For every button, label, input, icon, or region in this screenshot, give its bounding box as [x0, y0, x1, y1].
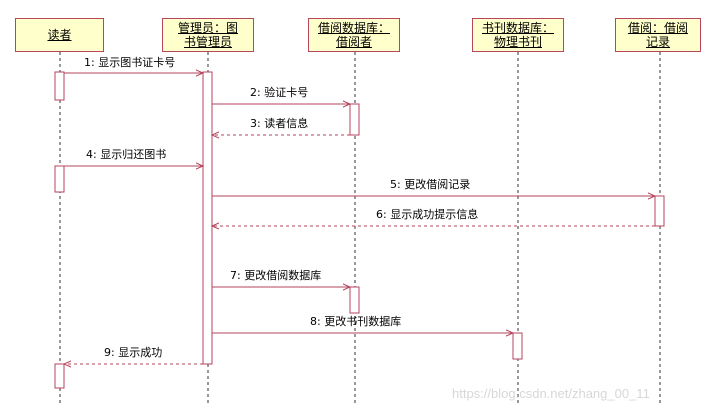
- lifeline-borrow-db-reader-label-1: 借阅数据库：: [317, 21, 390, 35]
- lifeline-librarian: 管理员：图 书管理员: [162, 18, 254, 52]
- activation-reader-3: [54, 363, 65, 389]
- activation-reader-2: [54, 165, 65, 193]
- activation-librarian: [202, 71, 213, 365]
- lifeline-borrow-record-label-1: 借阅：借阅: [627, 21, 688, 35]
- watermark: https://blog.csdn.net/zhang_00_11: [452, 386, 650, 401]
- activation-reader-1: [54, 71, 65, 101]
- message-1-label: 1: 显示图书证卡号: [84, 56, 176, 69]
- lifeline-reader-label: 读者: [47, 28, 72, 42]
- lifeline-librarian-label-1: 管理员：图: [177, 21, 238, 35]
- lifeline-borrow-db-reader: 借阅数据库： 借阅者: [308, 18, 400, 52]
- activation-borrow-db-reader-2: [349, 286, 360, 314]
- lifeline-borrow-record-label-2: 记录: [645, 35, 670, 49]
- message-6-label: 6: 显示成功提示信息: [376, 208, 479, 221]
- message-4-label: 4: 显示归还图书: [86, 148, 167, 161]
- lifeline-book-db-label-1: 书刊数据库：: [481, 21, 554, 35]
- lifeline-book-db: 书刊数据库： 物理书刊: [472, 18, 564, 52]
- message-5-label: 5: 更改借阅记录: [390, 178, 471, 191]
- lifeline-book-db-label-2: 物理书刊: [493, 35, 542, 49]
- activation-borrow-db-reader-1: [349, 103, 360, 136]
- message-9-label: 9: 显示成功: [104, 346, 163, 359]
- message-3-label: 3: 读者信息: [250, 117, 309, 130]
- message-8-label: 8: 更改书刊数据库: [310, 315, 402, 328]
- lifeline-reader: 读者: [15, 18, 104, 52]
- lifeline-librarian-label-2: 书管理员: [183, 35, 232, 49]
- message-7-label: 7: 更改借阅数据库: [230, 269, 322, 282]
- activation-borrow-record: [654, 195, 665, 227]
- lifeline-borrow-record: 借阅：借阅 记录: [615, 18, 701, 52]
- message-2-label: 2: 验证卡号: [250, 86, 309, 99]
- lifeline-borrow-db-reader-label-2: 借阅者: [335, 35, 372, 49]
- activation-book-db: [512, 332, 523, 360]
